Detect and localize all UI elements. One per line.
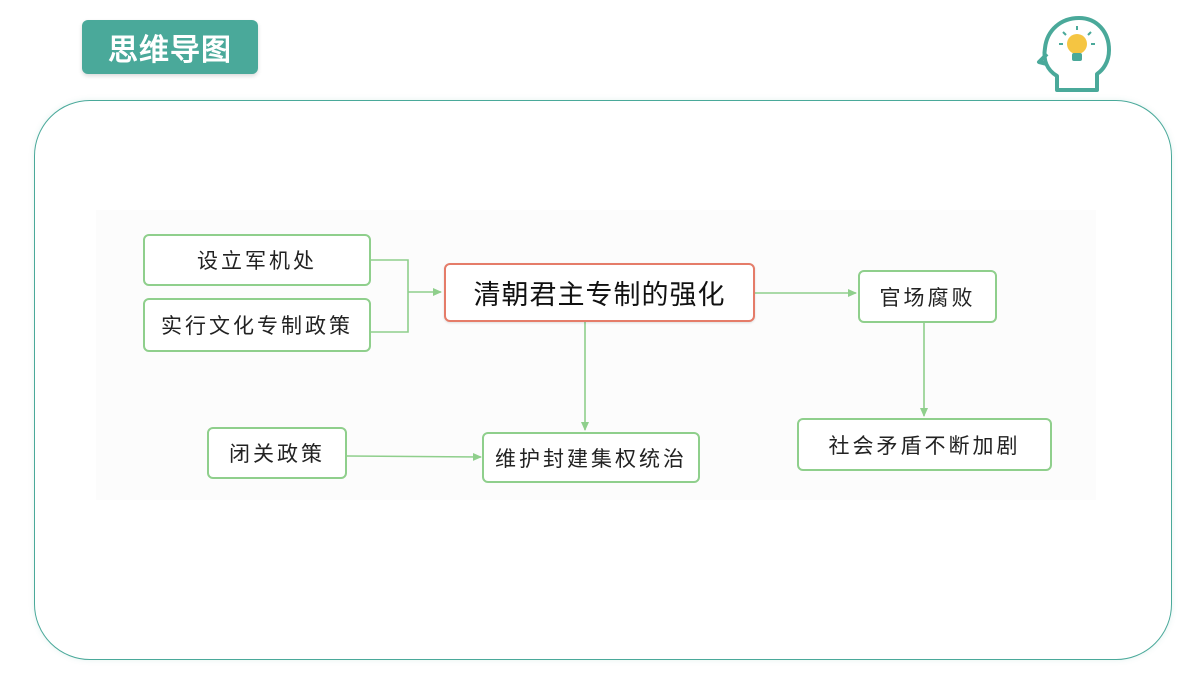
node-cause-cultural-policy: 实行文化专制政策 (143, 298, 371, 352)
node-cause-grand-council: 设立军机处 (143, 234, 371, 286)
node-maintain-feudal-rule: 维护封建集权统治 (482, 432, 700, 483)
head-lightbulb-icon (1037, 16, 1111, 92)
node-official-corruption: 官场腐败 (858, 270, 997, 323)
node-central-topic: 清朝君主专制的强化 (444, 263, 755, 322)
page-title: 思维导图 (82, 20, 258, 74)
node-closed-door-policy: 闭关政策 (207, 427, 347, 479)
node-social-conflict: 社会矛盾不断加剧 (797, 418, 1052, 471)
